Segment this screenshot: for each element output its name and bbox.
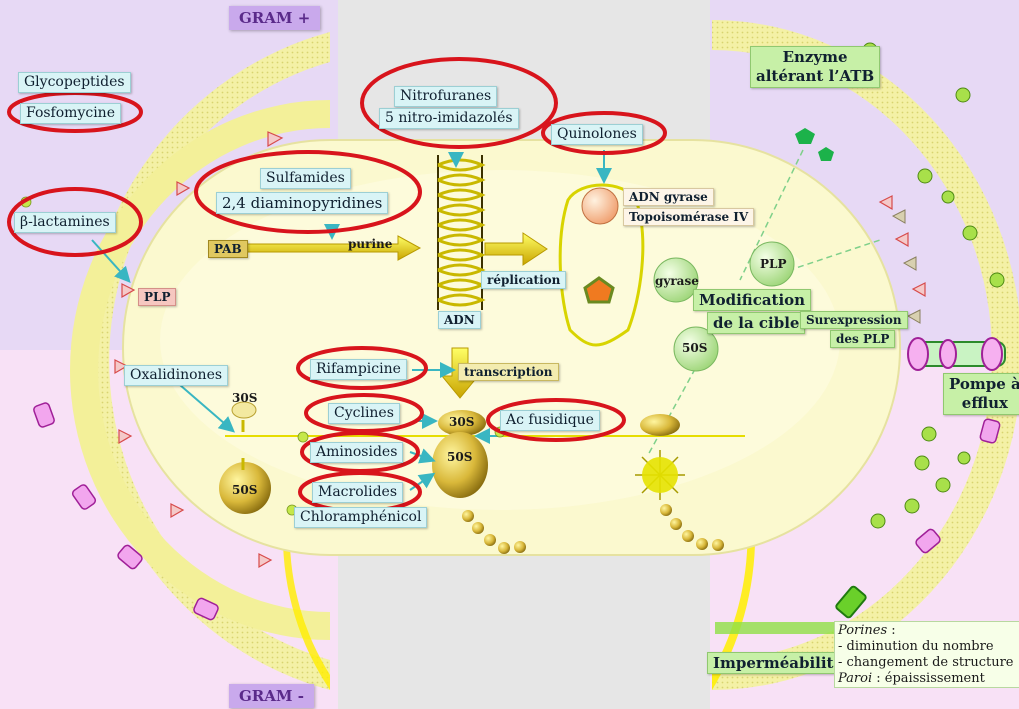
plp-ball — [749, 241, 795, 287]
chloramphenicol-label: Chloramphénicol — [294, 507, 428, 528]
nitrofuranes-label: Nitrofuranes — [394, 86, 498, 107]
highlight-rings — [7, 57, 667, 513]
sulfamides-label: Sulfamides — [260, 168, 351, 189]
right-ribosome — [642, 457, 678, 493]
surexpression-label-1: Surexpression — [800, 311, 908, 330]
topoisomerase-label: Topoisomérase IV — [623, 208, 755, 227]
plp-left-label: PLP — [138, 288, 177, 307]
enzyme-stars — [862, 42, 1005, 529]
gyrase-ball — [653, 257, 699, 303]
macrolides-label: Macrolides — [312, 482, 404, 503]
50s-center-label: 50S — [447, 450, 473, 464]
glycopeptides-label: Glycopeptides — [18, 72, 131, 93]
30s-left-label: 30S — [232, 391, 258, 405]
enzyme-label: Enzyme altérant l’ATB — [750, 46, 881, 88]
topoisomerase-hex — [583, 276, 615, 304]
ac-fusidique-label: Ac fusidique — [500, 410, 600, 431]
rifampicine-label: Rifampicine — [310, 359, 407, 380]
adn-label: ADN — [438, 311, 481, 330]
porines-heading: Porines — [838, 623, 888, 638]
gram-positive-tag: GRAM + — [229, 6, 321, 30]
impermeability-details: Porines : - diminution du nombre - chang… — [834, 621, 1019, 689]
aminosides-label: Aminosides — [310, 442, 404, 463]
gyrase-label: gyrase — [655, 274, 699, 288]
plp-triangles — [114, 131, 926, 569]
impermeability-label: Imperméabilité — [707, 652, 850, 674]
center-50s — [432, 432, 488, 498]
efflux-pump-label: Pompe à efflux — [943, 373, 1019, 415]
50s-green-ball — [673, 326, 719, 372]
50s-right-label: 50S — [682, 341, 708, 355]
adn-gyrase-ball — [581, 187, 619, 225]
50s-left-label: 50S — [232, 483, 258, 497]
diaminopyridines-label: 2,4 diaminopyridines — [216, 192, 389, 214]
efflux-label-line2: efflux — [961, 393, 1008, 412]
paroi-text: : épaississement — [872, 670, 985, 686]
enzyme-label-line1: Enzyme — [782, 48, 848, 66]
enzyme-label-line2: altérant l’ATB — [756, 66, 875, 85]
30s-center-label: 30S — [449, 415, 475, 429]
pab-label: PAB — [208, 240, 248, 259]
oxalidinones-label: Oxalidinones — [124, 365, 229, 386]
quinolones-label: Quinolones — [551, 124, 643, 145]
left-50s — [219, 462, 271, 514]
diminution-text: - diminution du nombre — [838, 638, 994, 654]
replication-arrow — [484, 232, 548, 266]
modification-label-1: Modification — [693, 289, 812, 311]
adn-gyrase-label: ADN gyrase — [623, 188, 714, 207]
fosfomycine-label: Fosfomycine — [20, 103, 121, 124]
purine-label: purine — [348, 237, 393, 251]
gram-negative-tag: GRAM - — [229, 684, 314, 708]
porins-right — [915, 418, 1001, 554]
plp-right-label: PLP — [760, 257, 787, 271]
replication-label: réplication — [481, 271, 567, 290]
surexpression-label-2: des PLP — [830, 330, 896, 349]
modification-label-2: de la cible — [707, 312, 806, 334]
pab-purine-arrow — [217, 235, 422, 261]
cyclines-label: Cyclines — [328, 403, 400, 424]
paroi-heading: Paroi — [838, 670, 873, 686]
efflux-pump — [907, 337, 1006, 371]
nitro-imidazoles-label: 5 nitro-imidazolés — [379, 108, 519, 129]
changement-text: - changement de structure — [838, 654, 1014, 670]
beta-lactamines-label: β-lactamines — [14, 212, 116, 233]
transcription-label: transcription — [458, 363, 559, 382]
porins-left — [33, 402, 219, 621]
porines-colon: : — [887, 623, 896, 638]
efflux-label-line1: Pompe à — [949, 375, 1019, 393]
